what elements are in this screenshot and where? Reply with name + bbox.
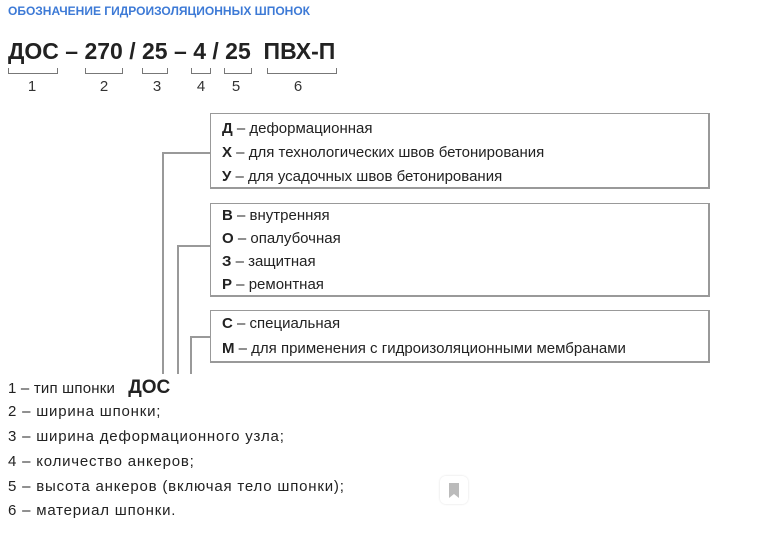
legend-text: 1 – тип шпонки [8, 380, 116, 397]
box-purpose: Д – деформационная Х – для технологическ… [210, 113, 710, 189]
row-text: – для применения с гидроизоляционными ме… [234, 340, 626, 357]
bracket-4 [191, 68, 211, 74]
legend-item-5: 5 – высота анкеров (включая тело шпонки)… [8, 478, 345, 495]
connector-line [177, 245, 210, 247]
legend-item-2: 2 – ширина шпонки; [8, 403, 162, 420]
legend-item-6: 6 – материал шпонки. [8, 502, 177, 519]
row-text: – опалубочная [233, 230, 341, 247]
connector-line [177, 245, 179, 374]
row-key: О [222, 230, 234, 247]
label-3: 3 [152, 78, 162, 95]
row-text: – ремонтная [232, 276, 324, 293]
bracket-1 [8, 68, 58, 74]
connector-line [190, 336, 192, 374]
bracket-6 [267, 68, 337, 74]
code-part-joint-width: 25 [142, 38, 168, 64]
code-designation: ДОС – 270 / 25 – 4 / 25 ПВХ-П [8, 38, 335, 64]
label-1: 1 [27, 78, 37, 95]
code-part-anchor-height: 25 [225, 38, 251, 64]
box-row: З – защитная [222, 253, 316, 271]
row-text: – для технологических швов бетонирования [232, 144, 545, 161]
box-row: Р – ремонтная [222, 276, 324, 294]
row-key: Х [222, 144, 233, 161]
bracket-5 [224, 68, 252, 74]
bracket-3 [142, 68, 168, 74]
legend-item-4: 4 – количество анкеров; [8, 453, 195, 470]
box-special: С – специальная М – для применения с гид… [210, 310, 710, 363]
row-text: – защитная [231, 253, 316, 270]
box-row: О – опалубочная [222, 230, 341, 248]
label-4: 4 [196, 78, 206, 95]
code-slash: / [129, 38, 136, 64]
box-row: Х – для технологических швов бетонирован… [222, 144, 544, 162]
row-key: М [222, 340, 235, 357]
code-dash: – [65, 38, 79, 64]
row-text: – деформационная [232, 120, 373, 137]
box-row: У – для усадочных швов бетонирования [222, 168, 502, 186]
code-part-anchors: 4 [193, 38, 206, 64]
bracket-2 [85, 68, 123, 74]
code-part-material: ПВХ-П [263, 38, 336, 64]
connector-line [190, 336, 210, 338]
box-row: В – внутренняя [222, 207, 330, 225]
bookmark-button[interactable] [440, 476, 468, 504]
legend-item-1: 1 – тип шпонки ДОС [8, 377, 171, 398]
legend-item-3: 3 – ширина деформационного узла; [8, 428, 285, 445]
row-key: У [222, 168, 232, 185]
box-row: С – специальная [222, 315, 340, 333]
row-key: Д [222, 120, 233, 137]
code-slash: / [212, 38, 219, 64]
row-text: – внутренняя [232, 207, 330, 224]
box-placement: В – внутренняя О – опалубочная З – защит… [210, 203, 710, 297]
code-part-type: ДОС [8, 38, 59, 64]
label-2: 2 [99, 78, 109, 95]
row-text: – для усадочных швов бетонирования [231, 168, 503, 185]
connector-line [162, 152, 164, 374]
row-key: Р [222, 276, 233, 293]
label-5: 5 [231, 78, 241, 95]
row-key: С [222, 315, 233, 332]
row-text: – специальная [232, 315, 341, 332]
connector-line [162, 152, 210, 154]
box-row: М – для применения с гидроизоляционными … [222, 340, 626, 358]
row-key: В [222, 207, 233, 224]
box-row: Д – деформационная [222, 120, 373, 138]
bookmark-icon [449, 483, 459, 498]
legend-code: ДОС [128, 377, 171, 398]
page-title: ОБОЗНАЧЕНИЕ ГИДРОИЗОЛЯЦИОННЫХ ШПОНОК [8, 4, 310, 18]
code-part-width: 270 [84, 38, 123, 64]
row-key: З [222, 253, 232, 270]
code-dash: – [174, 38, 187, 64]
label-6: 6 [293, 78, 303, 95]
